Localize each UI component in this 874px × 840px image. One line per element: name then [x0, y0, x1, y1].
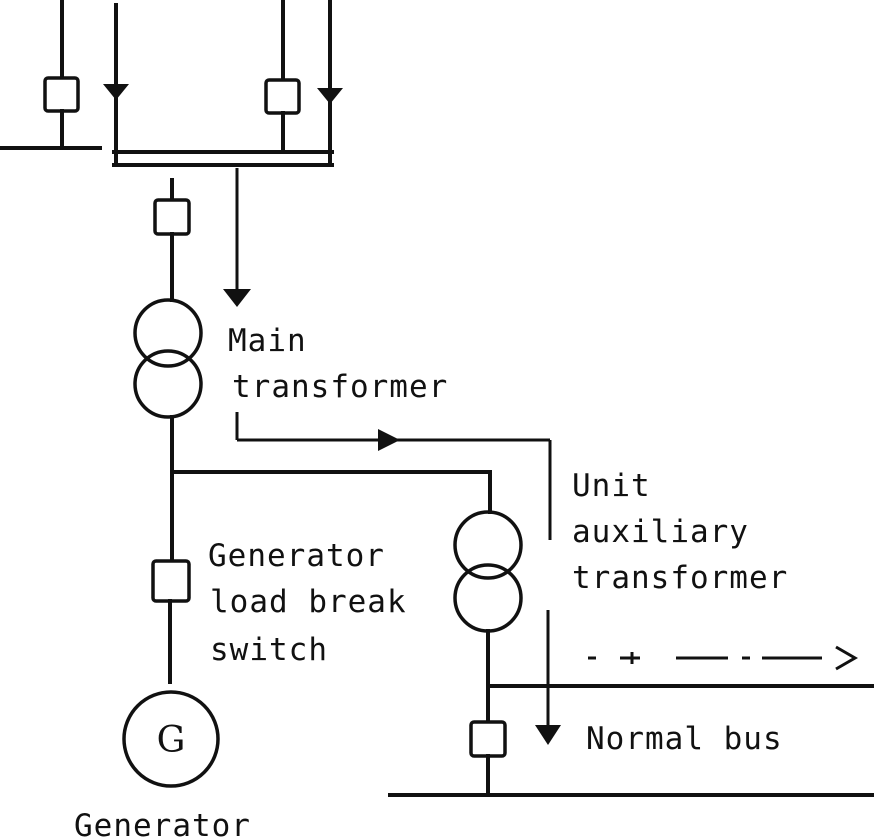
generator-symbol-letter: G [157, 720, 186, 761]
generator-switch-label-line-3: switch [210, 632, 328, 668]
dashdot-arrowhead [835, 645, 858, 671]
aux-transformer-primary-coil [453, 510, 523, 580]
aux-flow-path [235, 412, 552, 540]
main-transformer-label-line-1: Main [228, 323, 307, 359]
aux-branch [170, 470, 874, 797]
aux-flow-arrow [378, 429, 400, 451]
unit-aux-transformer-label-line-3: transformer [572, 560, 788, 596]
feeder-4-flow-arrow [317, 88, 343, 104]
main-flow-path [223, 168, 251, 307]
main-transformer-secondary-coil [133, 349, 203, 419]
main-transformer-primary-coil [133, 298, 203, 368]
switchyard [0, 0, 343, 167]
breaker-left-feeder [43, 76, 80, 113]
generator-switch-label: Generator load break switch [208, 538, 407, 668]
unit-aux-transformer-label: Unit auxiliary transformer [572, 468, 788, 596]
dashdot-flow [588, 645, 858, 671]
breaker-feeder-3 [264, 78, 301, 115]
main-branch [133, 178, 203, 562]
generator-switch-label-line-2: load break [210, 584, 407, 620]
unit-aux-transformer-label-line-2: auxiliary [572, 514, 749, 550]
generator-load-break-switch [151, 559, 191, 603]
generator-switch-label-line-1: Generator [208, 538, 385, 574]
aux-transformer-secondary-coil [453, 563, 523, 633]
main-transformer-label-line-2: transformer [232, 369, 448, 405]
generator-symbol [122, 690, 220, 788]
generator-branch: G [122, 559, 220, 788]
main-transformer-label: Main transformer [228, 323, 448, 405]
generator-caption: Generator [74, 808, 251, 840]
main-flow-arrow [223, 289, 251, 307]
breaker-main-transformer [153, 198, 191, 236]
normal-bus-flow-arrow [535, 725, 561, 745]
normal-bus-label: Normal bus [586, 721, 783, 757]
normal-bus-flow [535, 610, 561, 745]
unit-aux-transformer-label-line-1: Unit [572, 468, 651, 504]
feeder-2-flow-arrow [103, 84, 129, 100]
breaker-normal-bus [469, 720, 507, 758]
